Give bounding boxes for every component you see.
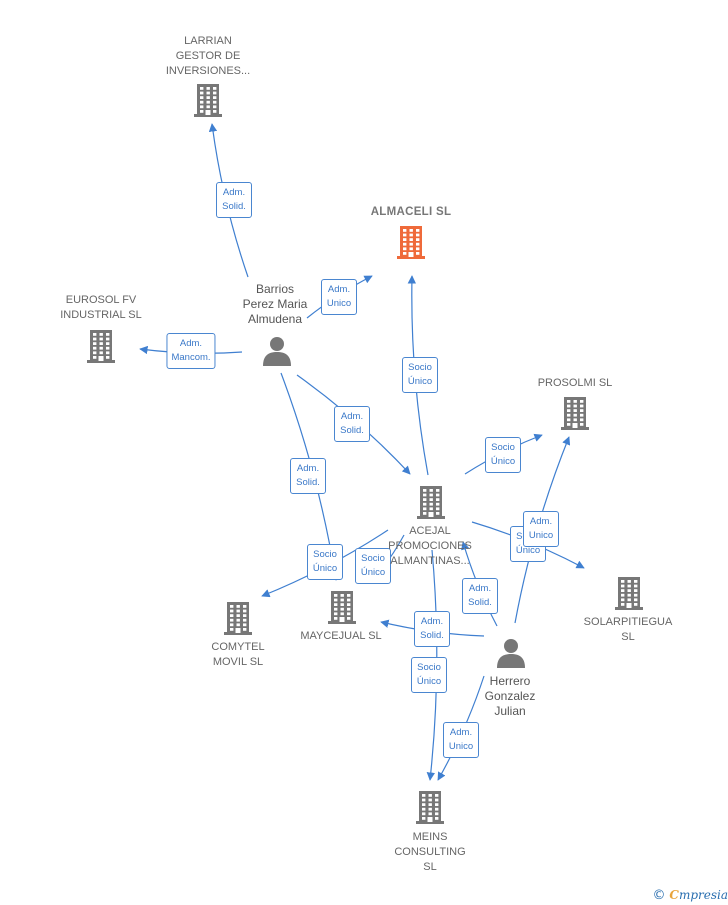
edge-label-herrero-to-meins[interactable]: Adm. Unico (443, 722, 479, 758)
edge-label-barrios-to-acejal[interactable]: Adm. Solid. (334, 406, 370, 442)
empresia-footer[interactable]: © Cmpresia (653, 888, 728, 903)
copyright-icon: © (652, 888, 666, 903)
node-label-maycejual[interactable]: MAYCEJUAL SL (300, 630, 382, 642)
edge-label-barrios-to-eurosol[interactable]: Adm. Mancom. (166, 333, 216, 369)
node-label-eurosol[interactable]: EUROSOL FV INDUSTRIAL SL (60, 294, 142, 321)
edge-label-herrero-to-acejal[interactable]: Adm. Solid. (462, 578, 498, 614)
brand-name: mpresia (678, 888, 728, 902)
building-icon (416, 791, 444, 824)
edge-label-acejal-to-maycejual[interactable]: Socio Único (355, 548, 391, 584)
node-label-larrian[interactable]: LARRIAN GESTOR DE INVERSIONES... (165, 35, 251, 77)
edge-label-acejal-to-almaceli[interactable]: Socio Único (402, 357, 438, 393)
edge-label-herrero-to-maycejual[interactable]: Adm. Solid. (414, 611, 450, 647)
node-label-barrios[interactable]: Barrios Perez Maria Almudena (242, 282, 308, 326)
building-icon (224, 602, 252, 635)
person-icon (263, 337, 291, 366)
building-icon (87, 330, 115, 363)
edge-label-barrios-to-larrian[interactable]: Adm. Solid. (216, 182, 252, 218)
building-icon (194, 84, 222, 117)
node-label-solarpitiegua[interactable]: SOLARPITIEGUA SL (583, 616, 673, 643)
edge-label-acejal-to-prosolmi[interactable]: Socio Único (485, 437, 521, 473)
building-icon (328, 591, 356, 624)
node-label-prosolmi[interactable]: PROSOLMI SL (537, 377, 613, 389)
building-icon (615, 577, 643, 610)
edge-label-herrero-to-prosolmi[interactable]: Adm. Unico (523, 511, 559, 547)
brand-initial: C (669, 888, 679, 902)
edge-label-barrios-to-almaceli[interactable]: Adm. Unico (321, 279, 357, 315)
node-label-acejal[interactable]: ACEJAL PROMOCIONES ALMANTINAS... (388, 525, 472, 567)
node-label-meins[interactable]: MEINS CONSULTING SL (394, 831, 466, 873)
node-label-almaceli[interactable]: ALMACELI SL (370, 206, 452, 218)
building-icon (561, 397, 589, 430)
edge-label-acejal-to-comytel[interactable]: Socio Único (307, 544, 343, 580)
building-icon (397, 226, 425, 259)
person-icon (497, 639, 525, 668)
edge-label-acejal-to-meins[interactable]: Socio Único (411, 657, 447, 693)
edge-label-barrios-to-maycejual[interactable]: Adm. Solid. (290, 458, 326, 494)
node-label-comytel[interactable]: COMYTEL MOVIL SL (211, 641, 265, 668)
building-icon (417, 486, 445, 519)
node-label-herrero[interactable]: Herrero Gonzalez Julian (484, 674, 536, 718)
